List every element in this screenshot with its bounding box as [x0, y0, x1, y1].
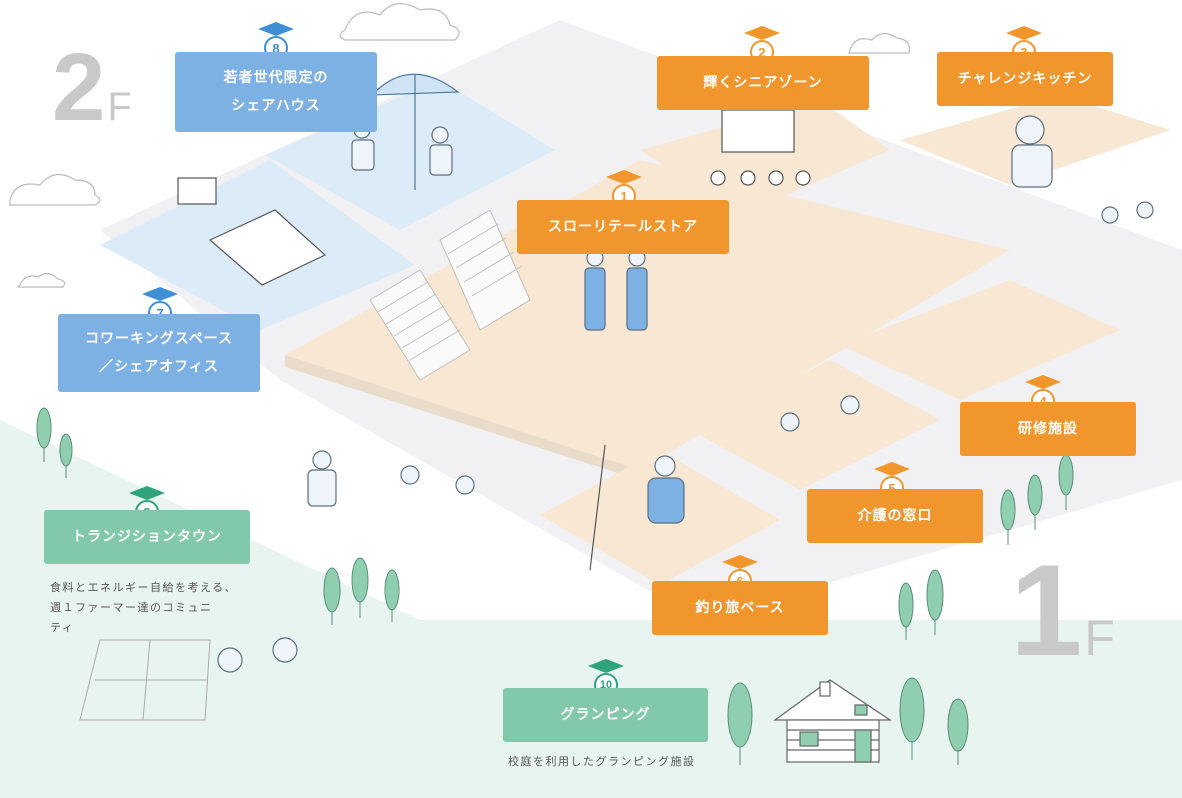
umbrella [370, 73, 460, 190]
area-2-label-text: 輝くシニアゾーン [703, 75, 823, 91]
area-6-label-text: 釣り旅ベース [695, 600, 785, 616]
floor-2f-number: 2 [52, 34, 106, 141]
floor-2f-share [265, 80, 555, 230]
area-1-label-text: スローリテールストア [548, 219, 698, 235]
graduation-cap-icon [744, 26, 780, 40]
floor-1f-number: 1 [1010, 537, 1083, 683]
area-3-label-text: チャレンジキッチン [957, 71, 1093, 87]
meeting-table [177, 177, 327, 286]
floor-label-1f: 1F [1010, 545, 1115, 675]
graduation-cap-icon [874, 462, 910, 476]
area-10-description: 校庭を利用したグランピング施設 [508, 755, 696, 768]
area-8-label-text: 若者世代限定の シェアハウス [223, 70, 329, 114]
floor-1f-senior [640, 100, 890, 215]
graduation-cap-icon [129, 486, 165, 500]
area-3-label[interactable]: チャレンジキッチン [937, 52, 1113, 106]
area-8-label[interactable]: 若者世代限定の シェアハウス [175, 52, 377, 132]
area-7-label-text: コワーキングスペース ／シェアオフィス [85, 331, 233, 375]
floor-1f-main-edge [285, 355, 640, 480]
stairs [369, 209, 531, 381]
graduation-cap-icon [1025, 375, 1061, 389]
graduation-cap-icon [606, 170, 642, 184]
area-5-label-text: 介護の窓口 [857, 508, 933, 524]
clouds [9, 3, 911, 288]
farm-field [79, 639, 211, 721]
floor-2f-suffix: F [107, 85, 132, 129]
area-1-label[interactable]: スローリテールストア [517, 200, 729, 254]
people-figures [217, 115, 1154, 673]
graduation-cap-icon [722, 555, 758, 569]
area-2-label[interactable]: 輝くシニアゾーン [657, 56, 869, 110]
floor-label-2f: 2F [52, 40, 132, 136]
graduation-cap-icon [1006, 26, 1042, 40]
area-4-label[interactable]: 研修施設 [960, 402, 1136, 456]
trees [36, 407, 1074, 765]
floor-1f-care [690, 360, 940, 490]
senior-audience [710, 109, 811, 186]
graduation-cap-icon [258, 22, 294, 36]
glamping-cabin [773, 679, 892, 763]
ground-green-area [0, 420, 1182, 798]
area-10-label-text: グランピング [560, 707, 651, 723]
area-4-label-text: 研修施設 [1018, 421, 1078, 437]
area-5-label[interactable]: 介護の窓口 [807, 489, 983, 543]
area-9-label[interactable]: トランジションタウン [44, 510, 250, 564]
floor-1f-training [840, 280, 1120, 400]
graduation-cap-icon [142, 287, 178, 301]
area-9-description: 食料とエネルギー自給を考える、 週１ファーマー達のコミュニ ティ [50, 581, 238, 634]
area-6-label[interactable]: 釣り旅ベース [652, 581, 828, 635]
area-10-label[interactable]: グランピング [503, 688, 708, 742]
area-9-label-text: トランジションタウン [72, 529, 222, 545]
floor-1f-suffix: F [1084, 610, 1115, 666]
area-7-label[interactable]: コワーキングスペース ／シェアオフィス [58, 314, 260, 392]
graduation-cap-icon [588, 659, 624, 673]
